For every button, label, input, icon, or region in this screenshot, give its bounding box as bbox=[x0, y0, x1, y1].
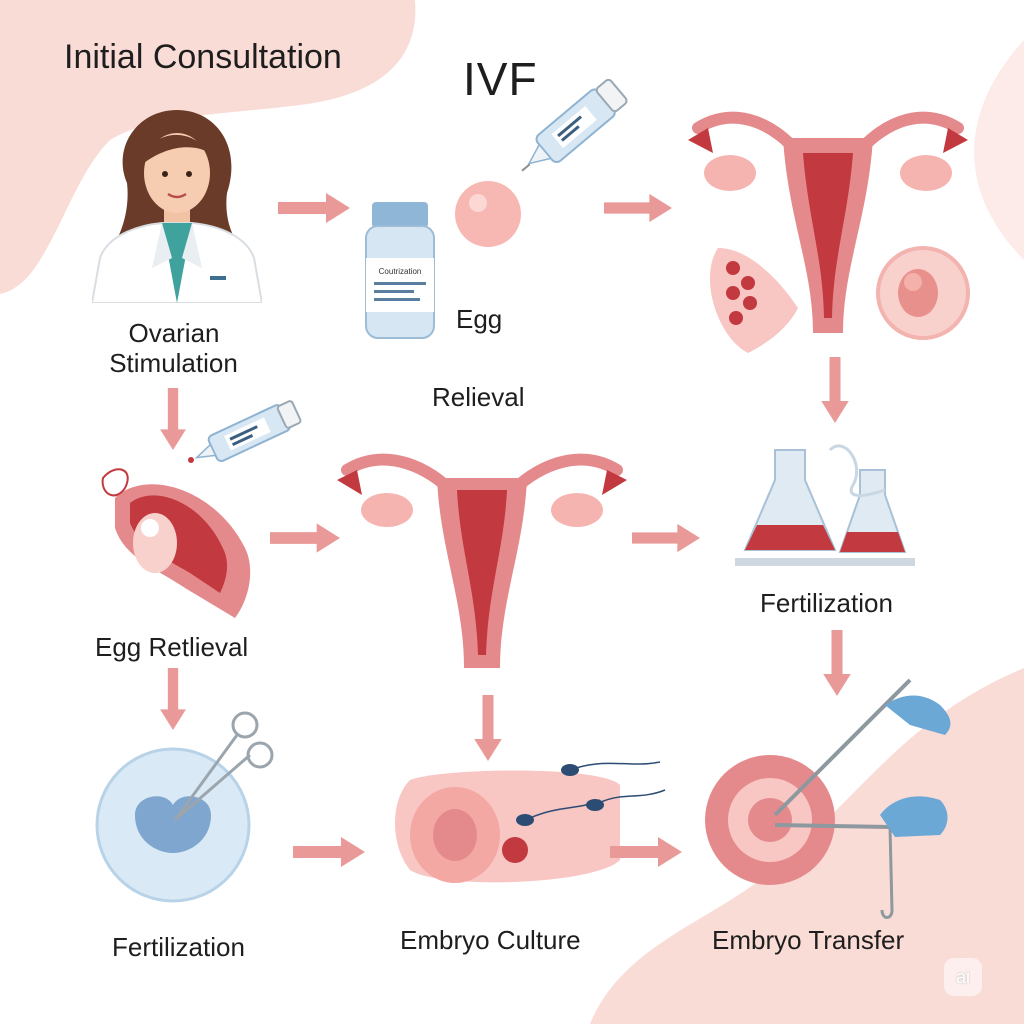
egg-retrieval-organ-illustration bbox=[101, 468, 251, 618]
right-top-blob bbox=[974, 40, 1024, 260]
arrow-stimulation-to-retrieval bbox=[160, 388, 186, 450]
relieval-label: Relieval bbox=[432, 382, 525, 412]
arrow-uterus-to-flasks bbox=[821, 357, 849, 423]
arrow-uterus-to-fertilization bbox=[632, 523, 700, 553]
embryo-transfer-label: Embryo Transfer bbox=[712, 925, 905, 955]
arrow-consultation-to-bottle bbox=[278, 193, 350, 223]
arrow-culture-to-transfer bbox=[610, 837, 682, 867]
ai-watermark: ai bbox=[944, 958, 982, 996]
egg-icon bbox=[455, 181, 521, 247]
ovarian-stimulation-label-line1: Ovarian bbox=[128, 318, 220, 348]
arrow-dish-to-culture bbox=[293, 837, 365, 867]
bottle-label: Coutrization bbox=[379, 267, 422, 276]
arrow-uterus-to-culture bbox=[474, 695, 502, 761]
lab-flasks-illustration bbox=[735, 444, 915, 566]
egg-retrieval-label: Egg Retlieval bbox=[95, 632, 249, 662]
page-title: IVF bbox=[463, 53, 538, 105]
doctor-illustration bbox=[92, 110, 262, 303]
embryo-culture-illustration bbox=[395, 761, 666, 883]
arrow-egg-to-uterus bbox=[604, 193, 672, 223]
arrow-retrieval-to-dish bbox=[160, 668, 186, 730]
uterus-middle-illustration bbox=[337, 453, 627, 668]
arrow-fertilization-to-transfer bbox=[823, 630, 851, 696]
ovarian-stimulation-label-line2: Stimulation bbox=[109, 348, 238, 378]
initial-consultation-label: Initial Consultation bbox=[64, 38, 342, 76]
arrow-retrieval-to-uterus bbox=[270, 523, 340, 553]
top-left-blob bbox=[0, 0, 416, 294]
syringe-vial-top-icon bbox=[521, 78, 628, 172]
medicine-bottle-icon: Coutrization bbox=[365, 202, 435, 339]
uterus-top-right-illustration bbox=[688, 111, 970, 353]
syringe-left-icon bbox=[188, 400, 302, 463]
embryo-transfer-illustration bbox=[705, 678, 951, 919]
fertilization-left-label: Fertilization bbox=[112, 932, 245, 962]
fertilization-dish-illustration bbox=[95, 711, 274, 903]
fertilization-right-label: Fertilization bbox=[760, 588, 893, 618]
embryo-culture-label: Embryo Culture bbox=[400, 925, 581, 955]
egg-label: Egg bbox=[456, 304, 503, 334]
